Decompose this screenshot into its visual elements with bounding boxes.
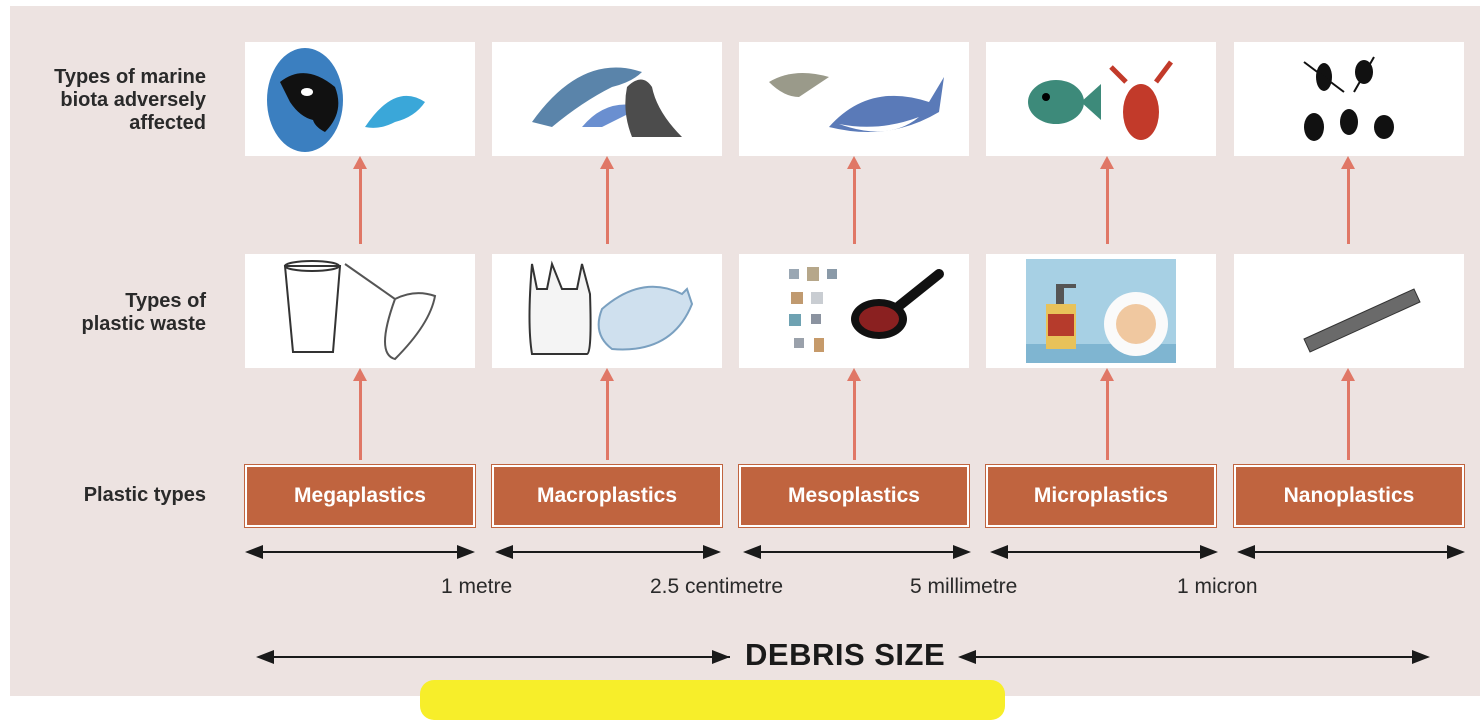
dolphin-icon (365, 95, 425, 128)
cup-icon (283, 265, 342, 353)
arrow-up-head (1100, 156, 1114, 169)
highlight-strip (420, 680, 1005, 720)
arrow-up-head (1100, 368, 1114, 381)
waste-box-macroplastics (492, 254, 722, 368)
arrow-up-head (847, 156, 861, 169)
row-label-waste: Types of plastic waste (6, 290, 206, 336)
seal-icon (625, 79, 682, 137)
waste-box-microplastics (986, 254, 1216, 368)
shark-icon (829, 77, 944, 132)
range-arrow-mesoplastics (754, 551, 956, 553)
arrow-up-shaft (1106, 168, 1109, 244)
arrow-up-head (847, 368, 861, 381)
biota-box-nanoplastics (1234, 42, 1464, 156)
debris-size-label: DEBRIS SIZE (745, 637, 946, 672)
arrow-up-head (353, 368, 367, 381)
nanotube-illustration (1303, 288, 1421, 353)
debris-size-axis-mid-left-head (958, 650, 976, 664)
row-label-waste-line-1: Types of (125, 290, 206, 312)
cup-net-illustration (283, 260, 437, 361)
fishing-net-icon (344, 263, 437, 361)
debris-size-axis-left-head (256, 650, 274, 664)
plastic-type-microplastics: Microplastics (986, 465, 1216, 527)
arrow-up-shaft (853, 380, 856, 460)
fish-icon (1028, 80, 1084, 124)
bag-bottle-illustration (528, 260, 694, 355)
soap-beads-illustration (1026, 259, 1176, 363)
waste-box-mesoplastics (739, 254, 969, 368)
dolphin-icon (532, 67, 642, 127)
biota-box-microplastics (986, 42, 1216, 156)
row-label-biota-line-2: biota adversely (60, 89, 206, 111)
dolphin-seal-illustration (532, 67, 682, 137)
range-arrow-left-head (495, 545, 513, 559)
arrow-up-shaft (359, 380, 362, 460)
debris-size-axis-right-head (1412, 650, 1430, 664)
row-label-biota: Types of marine biota adversely affected (6, 66, 206, 135)
waste-box-megaplastics (245, 254, 475, 368)
soap-dispenser-icon (1046, 284, 1076, 349)
caps-brush-illustration (789, 267, 944, 352)
plastic-type-macroplastics: Macroplastics (492, 465, 722, 527)
bottle-caps-icon (789, 267, 837, 352)
plastic-bag-icon (528, 260, 592, 355)
plastic-type-mesoplastics: Mesoplastics (739, 465, 969, 527)
row-label-biota-line-1: Types of marine (54, 66, 206, 88)
debris-size-axis-mid-head (712, 650, 730, 664)
plastic-type-nanoplastics: Nanoplastics (1234, 465, 1464, 527)
seagull-icon (769, 73, 829, 97)
arrow-up-head (600, 156, 614, 169)
range-arrow-right-head (457, 545, 475, 559)
arrow-up-shaft (1347, 168, 1350, 244)
arrow-up-shaft (606, 380, 609, 460)
row-label-plastic-types: Plastic types (83, 484, 206, 506)
range-arrow-left-head (245, 545, 263, 559)
arrow-up-shaft (853, 168, 856, 244)
row-label-biota-line-3: affected (129, 112, 206, 134)
lobster-icon (1123, 84, 1159, 140)
crushed-bottle-icon (597, 285, 694, 351)
biota-box-mesoplastics (739, 42, 969, 156)
range-arrow-right-head (1200, 545, 1218, 559)
range-arrow-nanoplastics (1248, 551, 1450, 553)
range-arrow-megaplastics (256, 551, 460, 553)
arrow-up-shaft (606, 168, 609, 244)
biota-box-macroplastics (492, 42, 722, 156)
size-threshold-label: 1 micron (1177, 575, 1258, 598)
range-arrow-left-head (743, 545, 761, 559)
fish-lobster-illustration (1028, 60, 1173, 140)
arrow-up-shaft (1106, 380, 1109, 460)
seagull-shark-illustration (769, 73, 944, 132)
size-threshold-label: 1 metre (441, 575, 513, 598)
debris-size-axis-right (972, 656, 1422, 658)
arrow-up-head (353, 156, 367, 169)
range-arrow-microplastics (1001, 551, 1203, 553)
debris-size-axis-left (268, 656, 730, 658)
range-arrow-macroplastics (506, 551, 706, 553)
nanotube-icon (1303, 288, 1421, 353)
orca-dolphin-illustration (267, 48, 425, 152)
hairbrush-icon (851, 269, 944, 339)
waste-box-nanoplastics (1234, 254, 1464, 368)
range-arrow-right-head (1447, 545, 1465, 559)
arrow-up-head (1341, 368, 1355, 381)
microbeads-icon (1104, 292, 1168, 356)
size-threshold-label: 2.5 centimetre (650, 575, 784, 598)
plastic-type-megaplastics: Megaplastics (245, 465, 475, 527)
range-arrow-right-head (953, 545, 971, 559)
diagram-canvas: Types of marine biota adversely affected… (6, 6, 1480, 720)
range-arrow-left-head (990, 545, 1008, 559)
size-threshold-label: 5 millimetre (910, 575, 1018, 598)
row-label-waste-line-2: plastic waste (81, 313, 206, 335)
zooplankton-illustration (1303, 56, 1394, 141)
range-arrow-right-head (703, 545, 721, 559)
biota-box-megaplastics (245, 42, 475, 156)
arrow-up-shaft (359, 168, 362, 244)
arrow-up-head (600, 368, 614, 381)
range-arrow-left-head (1237, 545, 1255, 559)
arrow-up-shaft (1347, 380, 1350, 460)
zooplankton-icon (1303, 56, 1394, 141)
arrow-up-head (1341, 156, 1355, 169)
